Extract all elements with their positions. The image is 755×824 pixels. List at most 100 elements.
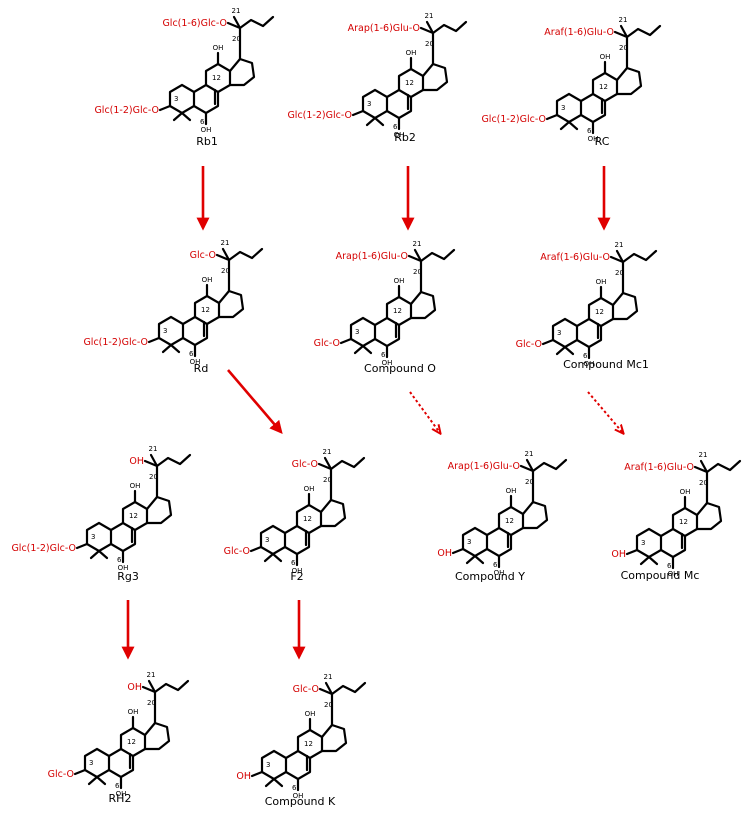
carbon-label-12: 12 [405, 79, 414, 87]
carbon-label-20: 20 [324, 701, 333, 709]
substituent-c3: Glc(1-2)Glc-O [94, 105, 159, 116]
carbon-label-20: 20 [149, 473, 158, 481]
substituent-c3: OH [236, 771, 251, 782]
substituent-c20: Araf(1-6)Glu-O [540, 252, 610, 263]
hydroxyl-c12: OH [394, 277, 405, 285]
steroid-skeleton [147, 247, 264, 358]
hydroxyl-c6: OH [190, 358, 201, 366]
arrows-layer [121, 166, 623, 660]
arrow-compound-o-to-compound-y [409, 391, 440, 433]
carbon-label-20: 20 [525, 478, 534, 486]
carbon-label-6: 6 [200, 118, 205, 126]
compound-name: Compound Mc1 [563, 358, 649, 371]
compound-name: F2 [290, 570, 303, 583]
steroid-skeleton [625, 459, 742, 570]
carbon-label-12: 12 [303, 515, 312, 523]
carbon-label-21: 21 [324, 673, 333, 681]
steroid-skeleton [451, 458, 568, 569]
substituent-c20: Glc-O [190, 250, 216, 261]
hydroxyl-c12: OH [130, 482, 141, 490]
hydroxyl-c12: OH [305, 710, 316, 718]
carbon-label-20: 20 [221, 267, 230, 275]
hydroxyl-c12: OH [128, 708, 139, 716]
substituent-c3: Glc(1-2)Glc-O [11, 543, 76, 554]
hydroxyl-c12: OH [600, 53, 611, 61]
carbon-label-21: 21 [699, 451, 708, 459]
hydroxyl-c12: OH [304, 485, 315, 493]
substituent-c20: Arap(1-6)Glu-O [348, 23, 420, 34]
carbon-label-6: 6 [583, 352, 588, 360]
compound-name: RC [595, 135, 610, 148]
substituent-c3: Glc-O [48, 769, 74, 780]
carbon-label-20: 20 [147, 699, 156, 707]
carbon-label-12: 12 [595, 308, 604, 316]
hydroxyl-c6: OH [584, 360, 595, 368]
steroid-skeleton [541, 249, 658, 360]
steroid-skeleton [158, 15, 275, 126]
substituent-c20: Araf(1-6)Glu-O [624, 462, 694, 473]
hydroxyl-c6: OH [201, 126, 212, 134]
carbon-label-20: 20 [699, 479, 708, 487]
hydroxyl-c6: OH [588, 135, 599, 143]
substituent-c20: OH [127, 682, 142, 693]
carbon-label-12: 12 [201, 306, 210, 314]
carbon-label-21: 21 [232, 7, 241, 15]
hydroxyl-c12: OH [596, 278, 607, 286]
substituent-c3: Glc-O [224, 546, 250, 557]
carbon-label-6: 6 [381, 351, 386, 359]
compound-name: Compound Mc [621, 569, 700, 582]
carbon-label-6: 6 [493, 561, 498, 569]
compound-name: Rb1 [196, 135, 218, 148]
substituent-c3: OH [437, 548, 452, 559]
substituent-c20: Glc(1-6)Glc-O [162, 18, 227, 29]
hydroxyl-c6: OH [394, 131, 405, 139]
carbon-label-3: 3 [561, 104, 565, 112]
compound-name: Rb2 [394, 131, 416, 144]
substituent-c20: Glc-O [292, 459, 318, 470]
carbon-label-12: 12 [505, 517, 514, 525]
carbon-label-21: 21 [147, 671, 156, 679]
steroid-skeleton [351, 20, 468, 131]
carbon-label-20: 20 [619, 44, 628, 52]
carbon-label-12: 12 [212, 74, 221, 82]
carbon-label-3: 3 [367, 100, 371, 108]
substituent-c20: Arap(1-6)Glu-O [336, 251, 408, 262]
molecules-layer: Glc(1-6)Glc-OGlc(1-2)Glc-OOHOH21201263Rb… [11, 7, 742, 808]
hydroxyl-c6: OH [668, 570, 679, 578]
compound-name: RH2 [109, 792, 132, 805]
substituent-c20: OH [129, 456, 144, 467]
substituent-c3: Glc-O [314, 338, 340, 349]
carbon-label-21: 21 [619, 16, 628, 24]
carbon-label-12: 12 [304, 740, 313, 748]
hydroxyl-c6: OH [293, 792, 304, 800]
carbon-label-21: 21 [149, 445, 158, 453]
compound-name: Compound K [265, 795, 336, 808]
hydroxyl-c6: OH [292, 567, 303, 575]
carbon-label-3: 3 [265, 536, 269, 544]
hydroxyl-c12: OH [680, 488, 691, 496]
carbon-label-3: 3 [641, 539, 645, 547]
carbon-label-12: 12 [127, 738, 136, 746]
carbon-label-21: 21 [525, 450, 534, 458]
carbon-label-21: 21 [615, 241, 624, 249]
substituent-c20: Glc-O [293, 684, 319, 695]
carbon-label-3: 3 [89, 759, 93, 767]
carbon-label-20: 20 [615, 269, 624, 277]
substituent-c3: Glc(1-2)Glc-O [287, 110, 352, 121]
carbon-label-3: 3 [174, 95, 178, 103]
carbon-label-20: 20 [413, 268, 422, 276]
compound-name: Rd [194, 362, 209, 375]
carbon-label-6: 6 [117, 556, 122, 564]
substituent-c3: Glc(1-2)Glc-O [83, 337, 148, 348]
carbon-label-6: 6 [291, 559, 296, 567]
substituent-c3: Glc-O [516, 339, 542, 350]
carbon-label-21: 21 [221, 239, 230, 247]
carbon-label-6: 6 [292, 784, 297, 792]
